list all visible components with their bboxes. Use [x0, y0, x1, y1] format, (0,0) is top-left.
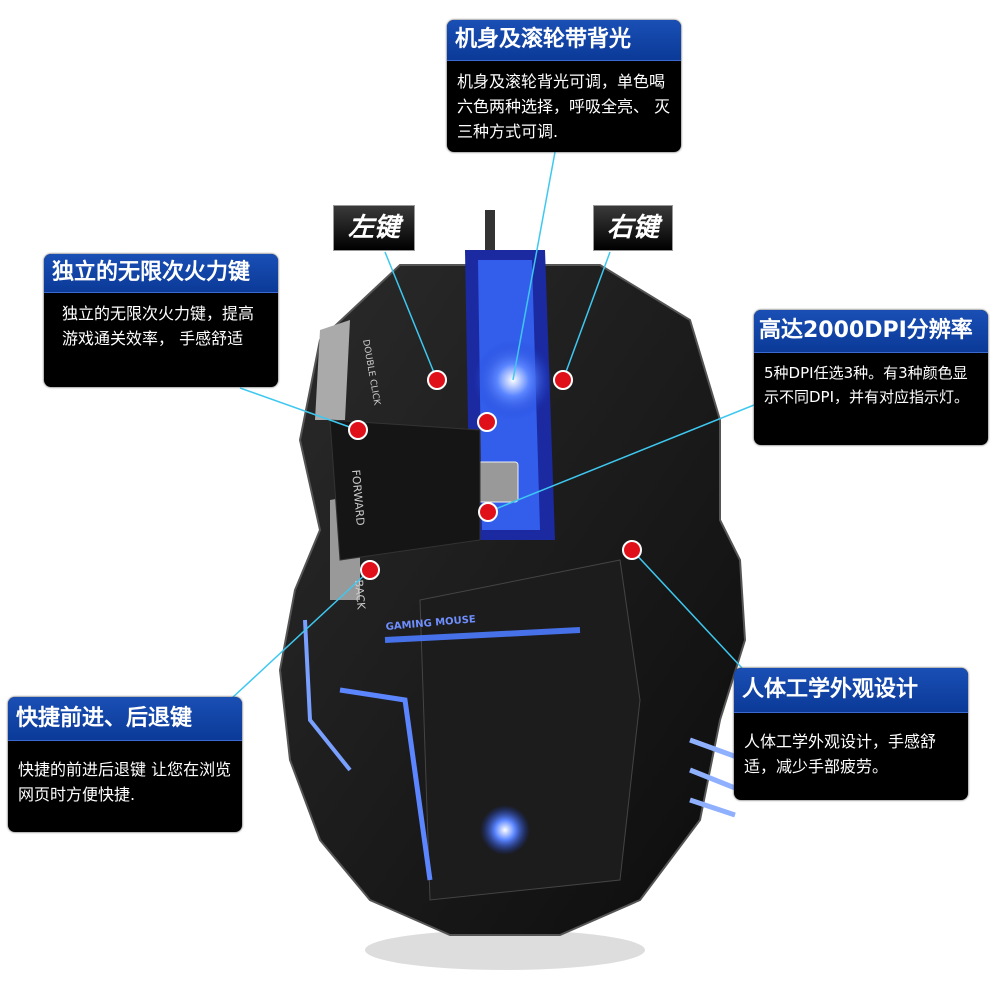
callout-forward-back: 快捷前进、后退键 快捷的前进后退键 让您在浏览网页时方便快捷. [8, 697, 242, 832]
callout-title: 人体工学外观设计 [734, 668, 968, 713]
hotspot-fire-key [348, 420, 368, 440]
hotspot-ergonomic [622, 540, 642, 560]
callout-title: 独立的无限次火力键 [44, 254, 278, 293]
mouse-body: GAMING MOUSE DOUBLE CLICK FORWARD BACK [278, 210, 747, 970]
callout-title: 高达2000DPI分辨率 [754, 310, 988, 353]
callout-lines [231, 151, 755, 699]
hotspot-right-key [553, 370, 573, 390]
hotspot-dpi [478, 502, 498, 522]
callout-title: 快捷前进、后退键 [8, 697, 242, 741]
callout-body: 机身及滚轮背光可调，单色喝六色两种选择，呼吸全亮、 灭三种方式可调. [457, 72, 671, 141]
left-key-label: 左键 [333, 205, 415, 251]
hotspot-wheel [477, 412, 497, 432]
callout-dpi: 高达2000DPI分辨率 5种DPI任选3种。有3种颜色显示不同DPI，并有对应… [754, 310, 988, 445]
callout-body: 快捷的前进后退键 让您在浏览网页时方便快捷. [18, 760, 232, 804]
hotspot-dots [348, 370, 642, 580]
callout-body: 独立的无限次火力键，提高游戏通关效率， 手感舒适 [62, 304, 255, 348]
right-key-label: 右键 [593, 205, 673, 251]
callout-title: 机身及滚轮带背光 [447, 20, 681, 61]
callout-body: 5种DPI任选3种。有3种颜色显示不同DPI，并有对应指示灯。 [764, 364, 970, 406]
callout-ergonomic: 人体工学外观设计 人体工学外观设计，手感舒适，减少手部疲劳。 [734, 668, 968, 800]
callout-body: 人体工学外观设计，手感舒适，减少手部疲劳。 [744, 732, 937, 776]
hotspot-left-key [427, 370, 447, 390]
hotspot-back [360, 560, 380, 580]
back-label: BACK [352, 579, 368, 611]
callout-backlight: 机身及滚轮带背光 机身及滚轮背光可调，单色喝六色两种选择，呼吸全亮、 灭三种方式… [447, 20, 681, 152]
forward-label: FORWARD [349, 469, 367, 526]
callout-fire-key: 独立的无限次火力键 独立的无限次火力键，提高游戏通关效率， 手感舒适 [44, 254, 278, 387]
